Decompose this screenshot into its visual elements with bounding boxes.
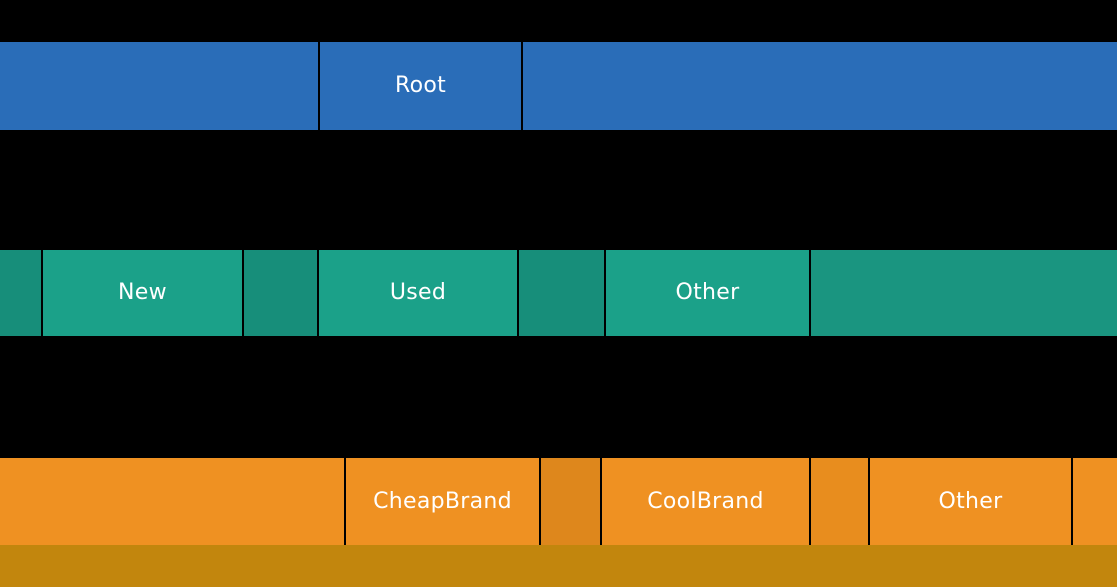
segment-used[interactable]: Used: [319, 250, 517, 336]
segment-root[interactable]: Root: [320, 42, 521, 130]
segment-label: CheapBrand: [373, 488, 512, 514]
segment-other[interactable]: Other: [606, 250, 809, 336]
segment-condition-6[interactable]: [811, 250, 1117, 336]
segment-label: Other: [938, 488, 1003, 514]
segment-brand-0[interactable]: [0, 458, 344, 545]
segment-coolbrand[interactable]: CoolBrand: [602, 458, 809, 545]
segment-label: Used: [389, 280, 447, 305]
segment-condition-4[interactable]: [519, 250, 604, 336]
segment-other[interactable]: Other: [870, 458, 1071, 545]
segment-depth-4-0[interactable]: [0, 545, 1117, 587]
level-depth-4: [0, 545, 1117, 587]
segment-condition-2[interactable]: [244, 250, 317, 336]
segment-new[interactable]: New: [43, 250, 242, 336]
segment-cheapbrand[interactable]: CheapBrand: [346, 458, 539, 545]
segment-label: New: [118, 280, 167, 305]
segment-brand-4[interactable]: [811, 458, 868, 545]
level-brand: CheapBrand CoolBrand Other: [0, 458, 1117, 545]
segment-condition-0[interactable]: [0, 250, 41, 336]
segment-label: CoolBrand: [647, 488, 764, 514]
level-root: Root: [0, 42, 1117, 130]
segment-root-0[interactable]: [0, 42, 318, 130]
segment-label: Root: [394, 73, 447, 98]
level-condition: New Used Other: [0, 250, 1117, 336]
segment-label: Other: [675, 280, 740, 305]
segment-brand-6[interactable]: [1073, 458, 1117, 545]
segment-brand-2[interactable]: [541, 458, 600, 545]
segment-root-2[interactable]: [523, 42, 1117, 130]
